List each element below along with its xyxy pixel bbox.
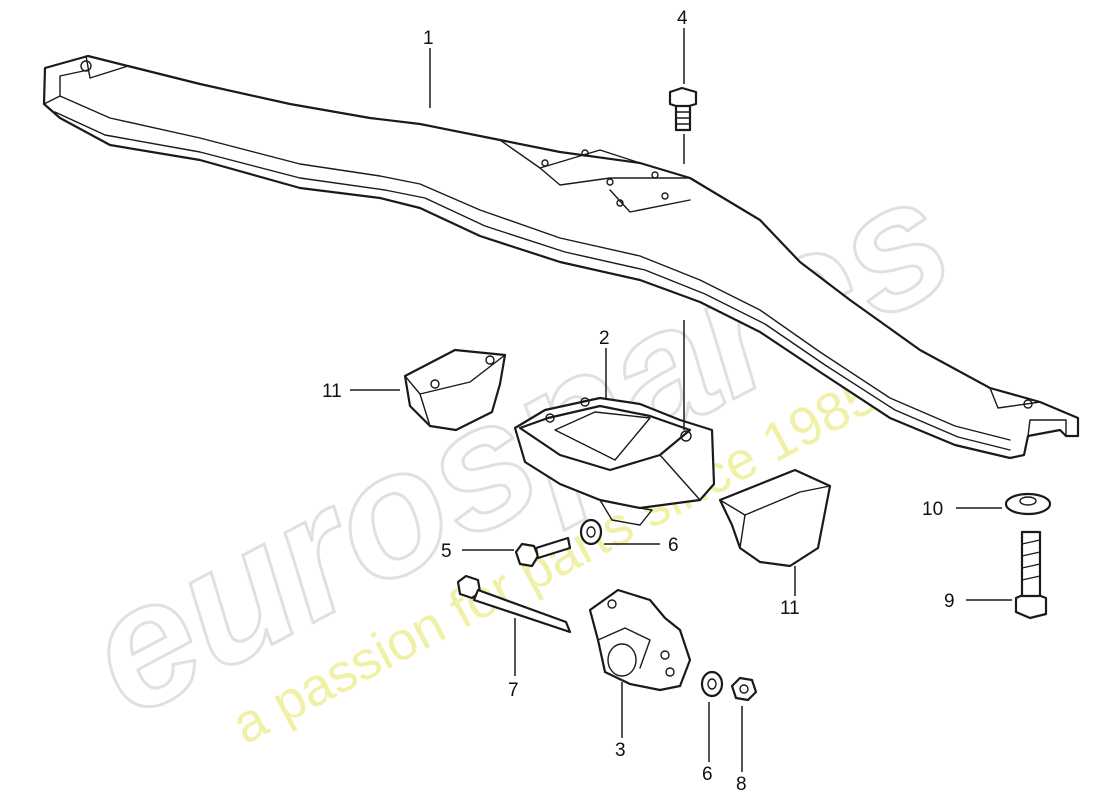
washer-10 bbox=[1004, 492, 1052, 516]
callouts: 1 4 2 11 5 6 7 3 6 8 11 10 9 bbox=[322, 8, 955, 795]
leader-lines bbox=[350, 28, 1012, 772]
long-bolt bbox=[456, 574, 572, 634]
nut bbox=[730, 676, 758, 702]
crossmember bbox=[42, 54, 1080, 460]
bracket-right bbox=[718, 468, 832, 568]
callout-10: 10 bbox=[922, 499, 943, 520]
bolt-5 bbox=[514, 536, 572, 568]
callout-8: 8 bbox=[736, 774, 747, 795]
callout-7: 7 bbox=[508, 680, 519, 701]
callout-6-top: 6 bbox=[668, 535, 679, 556]
callout-11-right: 11 bbox=[780, 598, 800, 619]
callout-11-left: 11 bbox=[322, 381, 342, 402]
callout-9: 9 bbox=[944, 591, 955, 612]
bolt-9 bbox=[1014, 530, 1048, 620]
bolt-top bbox=[668, 86, 698, 132]
callout-2: 2 bbox=[599, 328, 610, 349]
callout-1: 1 bbox=[423, 28, 434, 49]
bracket-left bbox=[403, 348, 507, 432]
transmission-mount bbox=[513, 396, 716, 526]
callout-3: 3 bbox=[615, 740, 626, 761]
mount-bracket bbox=[588, 588, 692, 692]
callout-4: 4 bbox=[677, 8, 688, 29]
callout-5: 5 bbox=[441, 541, 452, 562]
callout-6-bottom: 6 bbox=[702, 764, 713, 785]
washer-6a bbox=[579, 518, 603, 546]
washer-6b bbox=[700, 670, 724, 698]
